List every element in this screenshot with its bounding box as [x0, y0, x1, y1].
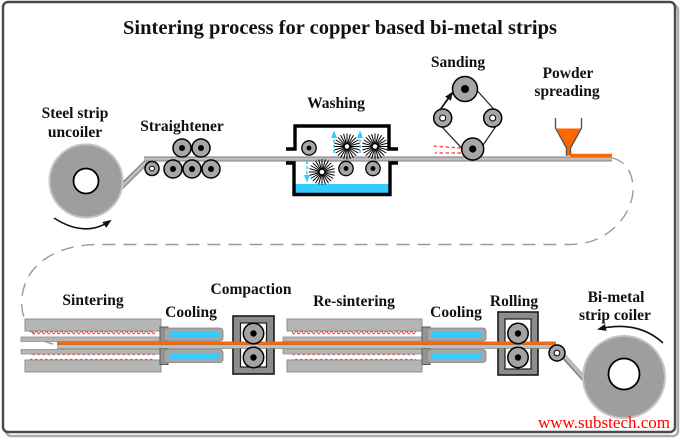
straightener-label: Straightener	[140, 118, 224, 135]
straightener: Straightener	[140, 118, 224, 179]
coolant-top-2	[432, 331, 482, 338]
sanding-pulleys	[432, 75, 503, 161]
coiler-rotation-arrow	[597, 324, 664, 344]
funnel-wall-left	[554, 118, 568, 156]
bimetal-strip-coiler: Bi-metal strip coiler	[579, 289, 666, 419]
uncoiler-label-line1: Steel strip	[42, 105, 109, 122]
coiler-label-line1: Bi-metal	[588, 289, 646, 306]
powder-label-line1: Powder	[543, 65, 594, 82]
heater-bottom-2	[292, 353, 416, 360]
cooling-unit-1: Cooling	[159, 304, 224, 365]
powder-label-line2: spreading	[534, 83, 599, 100]
belt-direction-arrow	[439, 91, 454, 111]
powder-funnel-fill	[556, 128, 581, 156]
washing-liquid	[295, 184, 389, 194]
cooling-2-label: Cooling	[430, 304, 482, 321]
coiler-label-line2: strip coiler	[579, 307, 651, 324]
cooling-unit-2: Cooling	[421, 304, 487, 365]
watermark: www.substech.com	[538, 413, 670, 432]
compaction-label: Compaction	[211, 281, 292, 298]
coolant-bottom-2	[432, 353, 482, 359]
heater-top-2	[292, 331, 416, 338]
sanding-label: Sanding	[431, 54, 486, 71]
washing-label: Washing	[307, 95, 365, 112]
cooling-1-label: Cooling	[165, 304, 217, 321]
heater-top	[30, 331, 155, 338]
heater-bottom	[30, 353, 155, 360]
coiler-shaft-hole	[607, 357, 641, 391]
sintering-label: Sintering	[62, 292, 123, 309]
rolling-rollers	[507, 322, 529, 369]
washing-hood	[286, 124, 398, 151]
washing-basin	[286, 161, 398, 197]
sintering-furnace: Sintering	[20, 292, 168, 373]
rolling-label: Rolling	[490, 293, 538, 310]
bimetal-strip-bottom	[57, 341, 596, 392]
coolant-top-1	[169, 331, 219, 338]
washing-spray-arrows	[304, 130, 363, 183]
uncoiler-label-line2: uncoiler	[48, 124, 102, 141]
diagram-title: Sintering process for copper based bi-me…	[123, 17, 557, 39]
washing-rollers	[301, 140, 381, 177]
washing-unit: Washing	[286, 95, 398, 197]
sanding-unit: Sanding	[431, 54, 503, 162]
deflector-roller	[548, 344, 566, 362]
uncoiler-rotation-arrow	[53, 217, 112, 230]
steel-strip-uncoiler: Steel strip uncoiler	[42, 105, 124, 230]
funnel-wall-right	[569, 118, 583, 156]
coolant-bottom-1	[169, 353, 219, 359]
powder-spreading-unit: Powder spreading	[534, 65, 612, 158]
uncoiler-shaft-hole	[72, 167, 100, 195]
compaction-rollers	[242, 322, 265, 369]
sanding-sparks	[432, 145, 462, 154]
powder-layer-spread	[570, 153, 612, 158]
re-sintering-label: Re-sintering	[313, 293, 395, 310]
